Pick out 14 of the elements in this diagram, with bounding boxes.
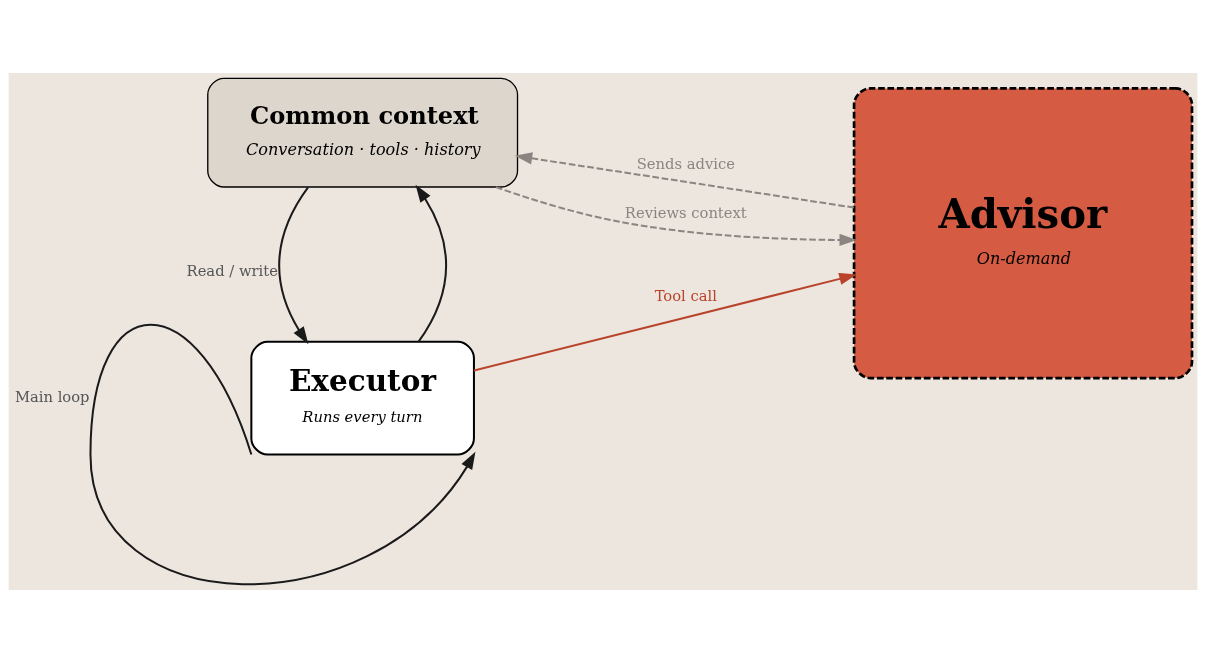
arrow xyxy=(514,152,854,209)
arrow xyxy=(415,184,447,343)
arrow xyxy=(89,323,476,585)
node-box: Advisor On-demand xyxy=(852,87,1194,380)
edge-label: Read / write xyxy=(186,262,278,280)
edge-label: Sends advice xyxy=(636,154,735,172)
edge-label: Tool call xyxy=(654,287,717,305)
node-box: Common context Conversation · tools · history xyxy=(207,77,519,188)
arrow xyxy=(278,186,309,345)
arrow xyxy=(495,186,857,247)
edge-label: Main loop xyxy=(14,387,90,405)
edge-label: Reviews context xyxy=(624,204,747,222)
arrow xyxy=(473,272,857,372)
node-box: Executor Runs every turn xyxy=(250,340,475,456)
